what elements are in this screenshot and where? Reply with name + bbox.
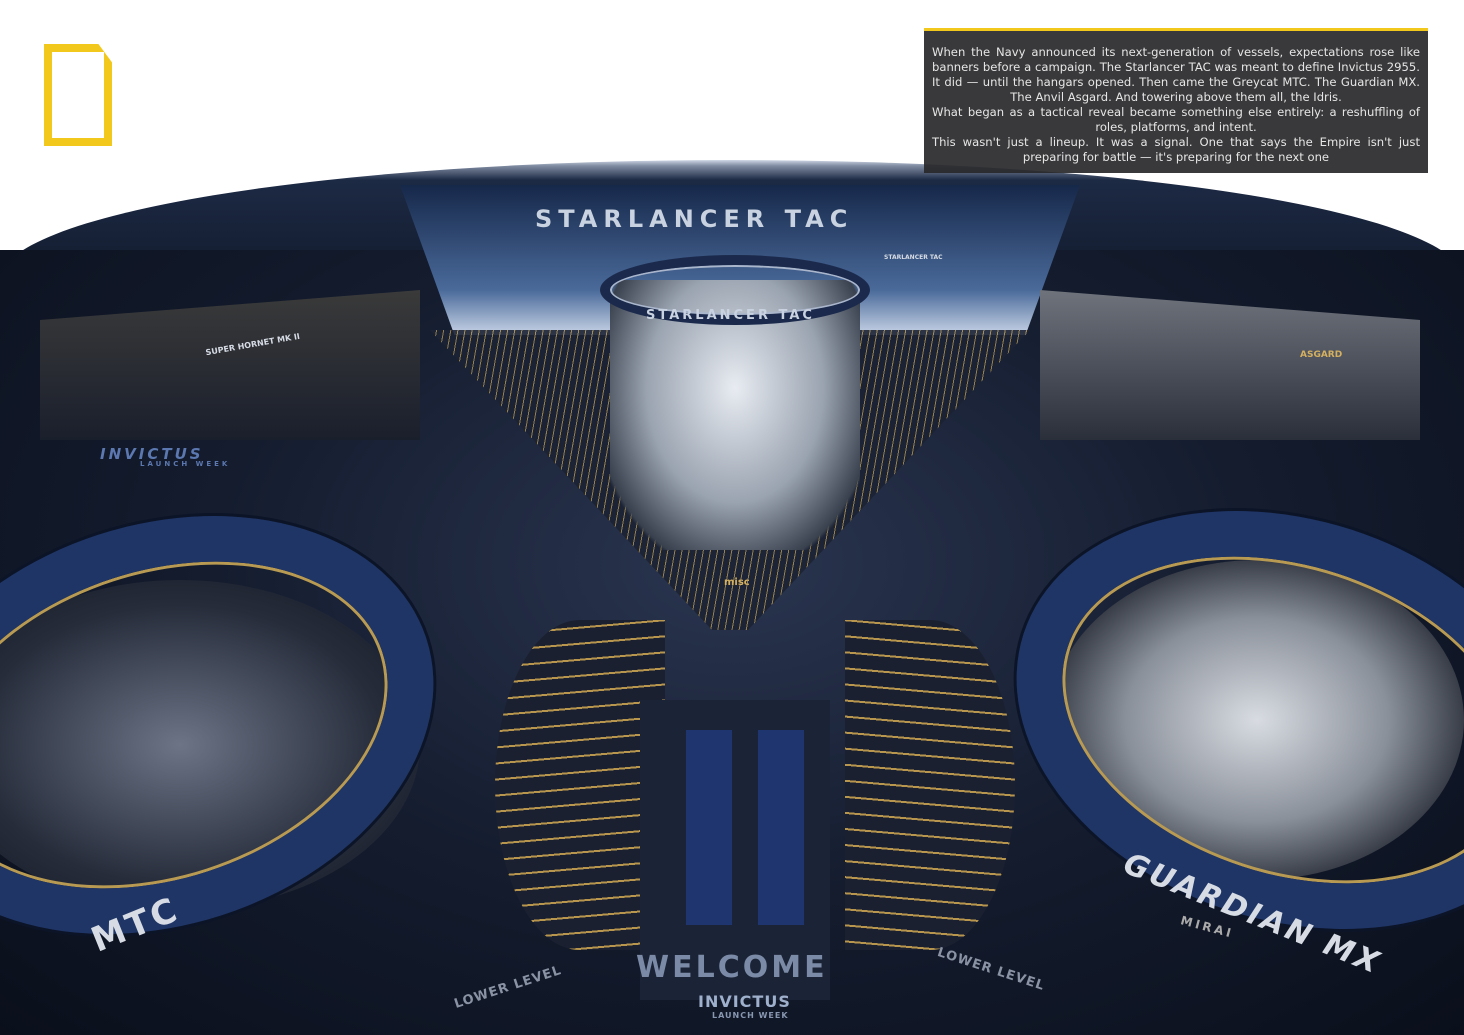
walkway-runner	[758, 730, 804, 925]
left-staircase	[495, 620, 665, 950]
invictus-floor-text: INVICTUS	[698, 992, 791, 1011]
right-ship-label: ASGARD	[1300, 350, 1343, 360]
left-sign-launch-week: LAUNCH WEEK	[140, 460, 231, 468]
starlancer-ship	[610, 280, 860, 550]
mtc-bay	[0, 580, 420, 910]
guardian-bay	[1050, 560, 1464, 880]
side-banner-text: STARLANCER TAC	[884, 254, 943, 261]
intro-paragraph: When the Navy announced its next-generat…	[932, 45, 1420, 104]
walkway-runner	[686, 730, 732, 925]
left-sign-invictus: INVICTUS	[100, 445, 204, 463]
display-halo	[600, 255, 870, 325]
right-display-bay	[1040, 290, 1420, 440]
right-staircase	[845, 620, 1015, 950]
page-title: REDEFINING THE LINE	[124, 42, 809, 105]
yellow-frame-logo-icon	[44, 44, 112, 146]
halo-label: STARLANCER TAC	[646, 308, 815, 323]
launch-week-floor-text: LAUNCH WEEK	[712, 1011, 789, 1020]
left-display-bay	[40, 290, 420, 440]
misc-brand-label: misc	[724, 577, 750, 588]
back-banner-text: STARLANCER TAC	[535, 205, 854, 233]
intro-text-box: When the Navy announced its next-generat…	[924, 28, 1428, 173]
intro-paragraph: What began as a tactical reveal became s…	[932, 105, 1420, 134]
intro-paragraph: This wasn't just a lineup. It was a sign…	[932, 135, 1420, 164]
page-subtitle: THE STARS OF INVICTUS 2955	[124, 110, 561, 140]
welcome-floor-text: WELCOME	[636, 950, 828, 985]
